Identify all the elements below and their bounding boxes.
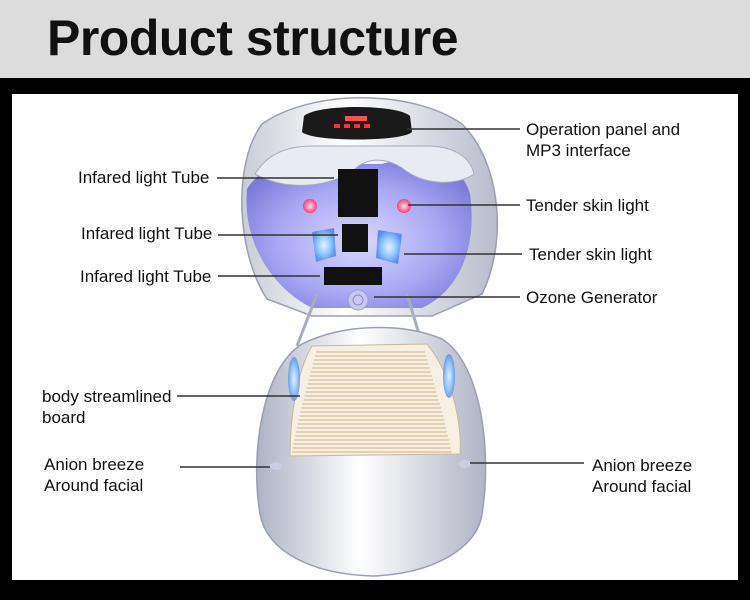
tender-skin-light-left (303, 199, 317, 213)
operation-panel (302, 107, 412, 140)
label-anion-right: Anion breeze Around facial (592, 456, 693, 496)
label-infrared-tube-middle: Infared light Tube (81, 224, 213, 243)
label-anion-left: Anion breeze Around facial (44, 455, 145, 495)
header-bar: Product structure (0, 0, 750, 78)
panel-button (354, 124, 360, 128)
bed-slats (292, 351, 452, 453)
tender-skin-light-right (397, 199, 411, 213)
anion-vent-left (270, 462, 282, 470)
spa-capsule-illustration (177, 97, 584, 577)
label-body-board: body streamlined board (42, 387, 172, 427)
blue-panel-left (312, 228, 336, 262)
label-ozone-generator: Ozone Generator (526, 288, 658, 307)
ozone-generator (347, 289, 369, 311)
ozone-generator-grill (352, 294, 364, 306)
panel-button (334, 124, 340, 128)
lid-strut-left (295, 293, 319, 347)
anion-vent-right (459, 460, 471, 468)
panel-button (344, 124, 350, 128)
label-tender-skin-light-2: Tender skin light (529, 245, 652, 264)
panel-display (345, 116, 367, 121)
label-operation-panel: Operation panel and MP3 interface (526, 120, 681, 160)
blue-glow-right (443, 354, 455, 398)
product-photo-panel: Operation panel and MP3 interface Infare… (12, 94, 738, 580)
blue-panel-right (376, 230, 402, 264)
infrared-tube-bottom (324, 267, 382, 285)
page-title: Product structure (47, 10, 459, 66)
label-infrared-tube-top: Infared light Tube (78, 168, 210, 187)
label-infrared-tube-bottom: Infared light Tube (80, 267, 212, 286)
label-tender-skin-light-1: Tender skin light (526, 196, 649, 215)
infrared-tube-middle (342, 224, 368, 252)
blue-glow-left (288, 357, 300, 401)
lid-rim (254, 145, 475, 186)
infrared-tube-top (338, 169, 378, 217)
panel-button (364, 124, 370, 128)
